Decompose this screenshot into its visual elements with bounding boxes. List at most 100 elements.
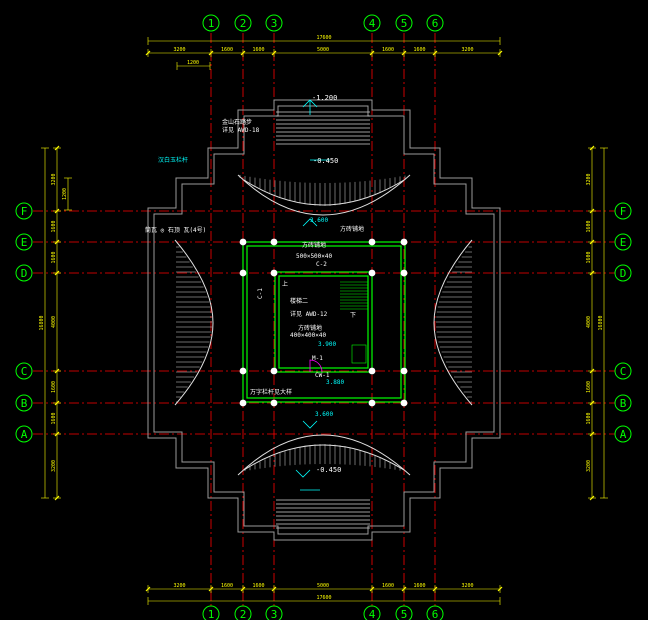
axis-bubble-A: A — [15, 425, 33, 443]
dimension-value: 3200 — [173, 47, 185, 53]
outer-walls — [147, 99, 501, 541]
dimension-value: 1600 — [252, 47, 264, 53]
column-dot — [368, 399, 376, 407]
axis-label: 4 — [369, 17, 376, 30]
dimension-value: 3200 — [461, 583, 473, 589]
column-dot — [239, 238, 247, 246]
axis-label: 2 — [240, 17, 247, 30]
column-dot — [400, 238, 408, 246]
axis-bubble-D: D — [15, 264, 33, 282]
paving-label-2: 方砖铺地 — [298, 324, 322, 332]
axis-label: 5 — [401, 17, 408, 30]
dimension-total: 17600 — [316, 35, 331, 41]
axis-label: D — [620, 267, 627, 280]
balustrade-label: 汉白玉栏杆 — [158, 156, 188, 164]
dimension-value: 1600 — [51, 251, 57, 263]
dimension-value: 1600 — [51, 381, 57, 393]
axis-label: E — [21, 236, 28, 249]
axis-label: 1 — [208, 17, 215, 30]
axis-label: 5 — [401, 608, 408, 620]
dimension-value: 3200 — [461, 47, 473, 53]
axis-bubble-2: 2 — [234, 605, 252, 620]
upper-elevation: -0.450 — [313, 157, 338, 165]
door-swing — [309, 359, 323, 373]
elev-3600-bot: 3.600 — [315, 411, 333, 418]
axis-bubble-E: E — [15, 233, 33, 251]
inner-stair — [340, 281, 368, 364]
axis-bubble-C: C — [15, 362, 33, 380]
dimension-value: 1200 — [187, 60, 199, 66]
column-dot — [270, 238, 278, 246]
axis-bubble-5: 5 — [395, 605, 413, 620]
column-dot — [400, 367, 408, 375]
stairs-reference: 金山石踏步 — [222, 118, 252, 126]
axis-bubble-F: F — [614, 202, 632, 220]
up-label: 上 — [282, 280, 288, 288]
eave-curves — [174, 174, 473, 476]
dimension-value: 3200 — [51, 173, 57, 185]
axis-label: 3 — [271, 17, 278, 30]
dimension-value: 1600 — [413, 47, 425, 53]
dimension-value: 1600 — [221, 47, 233, 53]
dimension-value: 5000 — [317, 47, 329, 53]
column-dot — [239, 399, 247, 407]
dimension-value: 1600 — [252, 583, 264, 589]
column-dot — [400, 269, 408, 277]
paving-top-label: 方砖铺地 — [340, 225, 364, 233]
elev-3900: 3.900 — [318, 341, 336, 348]
dimension-lines — [41, 37, 608, 605]
dimension-value: 4000 — [51, 316, 57, 328]
dimension-total: 16800 — [598, 315, 604, 330]
axis-label: C — [21, 365, 28, 378]
axis-label: B — [620, 397, 627, 410]
axis-label: 3 — [271, 608, 278, 620]
inner-walls — [242, 241, 406, 403]
tile-spec-2: 400×400×40 — [290, 332, 327, 339]
axis-label: E — [620, 236, 627, 249]
wan-zi-label: 万字栏杆见大样 — [250, 388, 292, 396]
dimension-value: 3200 — [586, 173, 592, 185]
dimension-total: 17600 — [316, 595, 331, 601]
stair-label: 楼梯二 — [290, 297, 308, 305]
elev-3880: 3.880 — [326, 379, 344, 386]
axis-label: F — [21, 205, 28, 218]
axis-label: 6 — [432, 608, 439, 620]
axis-bubble-3: 3 — [265, 14, 283, 32]
axis-bubble-C: C — [614, 362, 632, 380]
axis-bubble-6: 6 — [426, 605, 444, 620]
axis-bubble-E: E — [614, 233, 632, 251]
dimension-value: 1600 — [586, 381, 592, 393]
axis-label: 6 — [432, 17, 439, 30]
elev-3600-top: 3.600 — [310, 217, 328, 224]
axis-bubble-A: A — [614, 425, 632, 443]
column-dot — [239, 367, 247, 375]
column-dot — [368, 238, 376, 246]
dimension-value: 3200 — [173, 583, 185, 589]
axis-bubble-2: 2 — [234, 14, 252, 32]
dimension-value: 3200 — [586, 460, 592, 472]
axis-bubble-1: 1 — [202, 605, 220, 620]
axis-label: A — [620, 428, 627, 441]
axis-bubble-5: 5 — [395, 14, 413, 32]
roof-eaves — [176, 175, 472, 472]
dimension-value: 3200 — [51, 460, 57, 472]
dimension-value: 1600 — [586, 251, 592, 263]
cw-label: CW-1 — [315, 372, 330, 379]
axis-bubble-F: F — [15, 202, 33, 220]
dimension-total: 16800 — [39, 315, 45, 330]
paving-label: 方砖铺地 — [302, 241, 326, 249]
column-dot — [368, 367, 376, 375]
top-steps — [276, 111, 370, 145]
dimension-value: 1600 — [413, 583, 425, 589]
axis-bubble-6: 6 — [426, 14, 444, 32]
axis-label: 4 — [369, 608, 376, 620]
low-elevation: -0.450 — [316, 466, 341, 474]
axis-label: F — [620, 205, 627, 218]
axis-label: 1 — [208, 608, 215, 620]
column-dot — [239, 269, 247, 277]
column-dot — [368, 269, 376, 277]
axis-label: 2 — [240, 608, 247, 620]
top-elevation: -1.200 — [312, 94, 337, 102]
